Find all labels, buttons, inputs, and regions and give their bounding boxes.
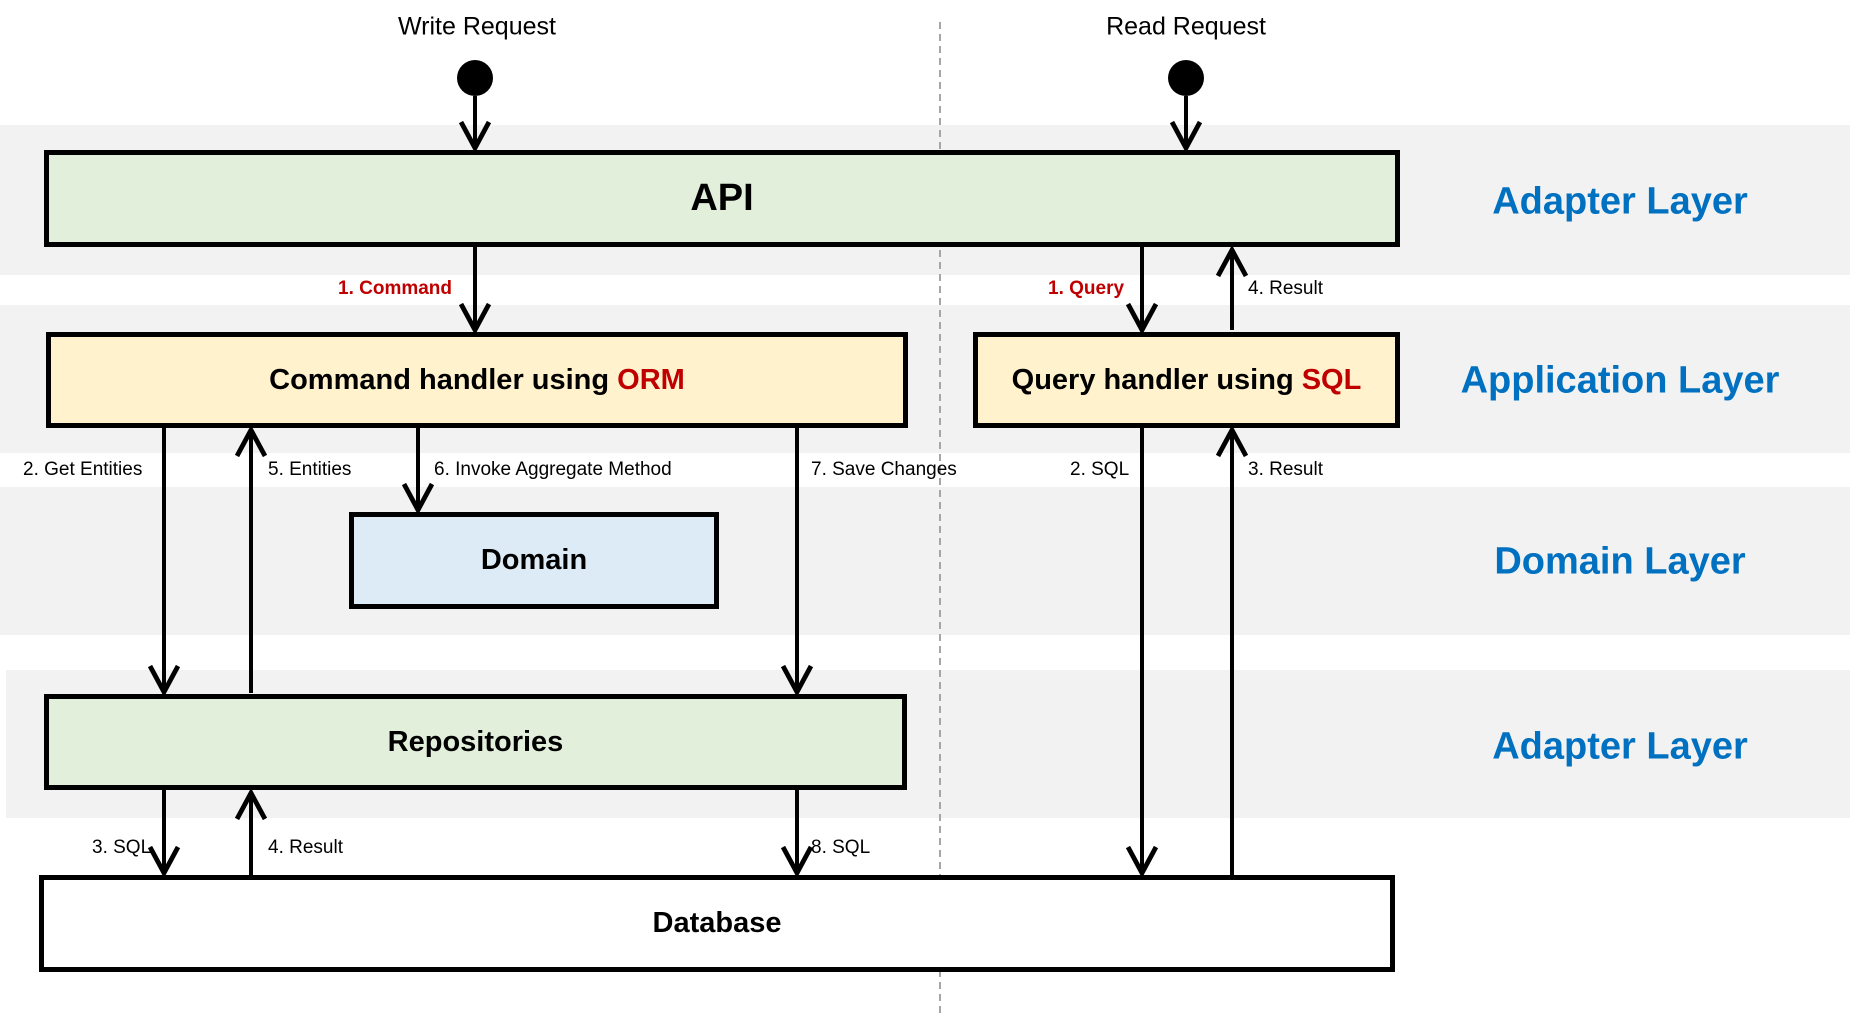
query-edge-label: 1. Query [1048,278,1125,299]
adapter-layer-label-top: Adapter Layer [1492,180,1748,223]
repositories-box: Repositories [44,694,907,790]
invoke-aggregate-edge-label: 6. Invoke Aggregate Method [434,459,672,480]
domain-box: Domain [349,512,719,609]
domain-box-label: Domain [480,544,588,576]
get-entities-edge-label: 2. Get Entities [23,459,143,480]
database-box-label: Database [652,907,782,939]
command-handler-box: Command handler using ORM [46,332,908,428]
query-handler-box: Query handler using SQL [973,332,1400,428]
database-box: Database [39,875,1395,972]
api-box-label: API [690,177,754,219]
repositories-box-label: Repositories [387,725,564,758]
repo-sql-edge-label: 3. SQL [92,837,152,858]
write-request-start-dot [457,60,493,96]
read-request-start-dot [1168,60,1204,96]
command-handler-orm: ORM [617,363,685,396]
write-request-label: Write Request [398,12,556,41]
entities-edge-label: 5. Entities [268,459,352,480]
read-request-label: Read Request [1106,12,1266,41]
domain-layer-band [0,487,1850,635]
api-box: API [44,150,1400,247]
adapter-layer-label-bottom: Adapter Layer [1492,725,1748,768]
command-edge-label: 1. Command [338,278,453,299]
query-handler-sql: SQL [1301,363,1362,396]
repo-result-edge-label: 4. Result [268,837,343,858]
query-sql-edge-label: 2. SQL [1070,459,1130,480]
result-to-api-edge-label: 4. Result [1248,278,1323,299]
application-layer-label: Application Layer [1460,359,1780,402]
query-handler-label: Query handler using [1011,363,1302,396]
domain-layer-label: Domain Layer [1494,540,1746,583]
save-changes-edge-label: 7. Save Changes [811,459,957,480]
command-handler-label: Command handler using [269,363,618,396]
repo-save-sql-edge-label: 8. SQL [811,837,871,858]
query-result-edge-label: 3. Result [1248,459,1323,480]
